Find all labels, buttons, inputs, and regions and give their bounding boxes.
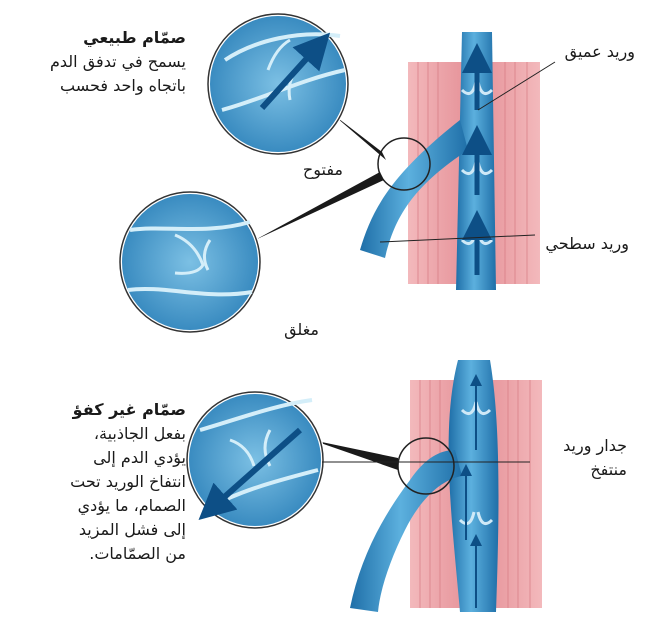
superficial-vein-label: وريد سطحي [545, 232, 629, 256]
incompetent-valve-title: صمّام غير كفؤ [70, 398, 186, 422]
incompetent-valve-description-4: الصمام، ما يؤدي [70, 494, 186, 518]
closed-valve-label: مغلق [284, 318, 319, 342]
normal-valve-title: صمّام طبيعي [50, 26, 186, 50]
incompetent-valve-description-6: من الصمّامات. [70, 542, 186, 566]
incompetent-valve-description-5: إلى فشل المزيد [70, 518, 186, 542]
bulging-wall-label-2: منتفخ [563, 458, 627, 482]
incompetent-valve-description-1: بفعل الجاذبية، [70, 422, 186, 446]
bulging-wall-caption: جدار وريد منتفخ [563, 434, 627, 482]
incompetent-valve-description-2: يؤدي الدم إلى [70, 446, 186, 470]
normal-valve-description-1: يسمح في تدفق الدم [50, 50, 186, 74]
incompetent-valve-caption: صمّام غير كفؤ بفعل الجاذبية، يؤدي الدم إ… [70, 398, 186, 566]
bottom-illustration [187, 360, 542, 612]
bulging-wall-label-1: جدار وريد [563, 434, 627, 458]
incompetent-valve-description-3: انتفاخ الوريد تحت [70, 470, 186, 494]
deep-vein-label: وريد عميق [565, 40, 635, 64]
open-valve-label: مفتوح [303, 158, 343, 182]
normal-valve-description-2: باتجاه واحد فحسب [50, 74, 186, 98]
normal-valve-caption: صمّام طبيعي يسمح في تدفق الدم باتجاه واح… [50, 26, 186, 98]
